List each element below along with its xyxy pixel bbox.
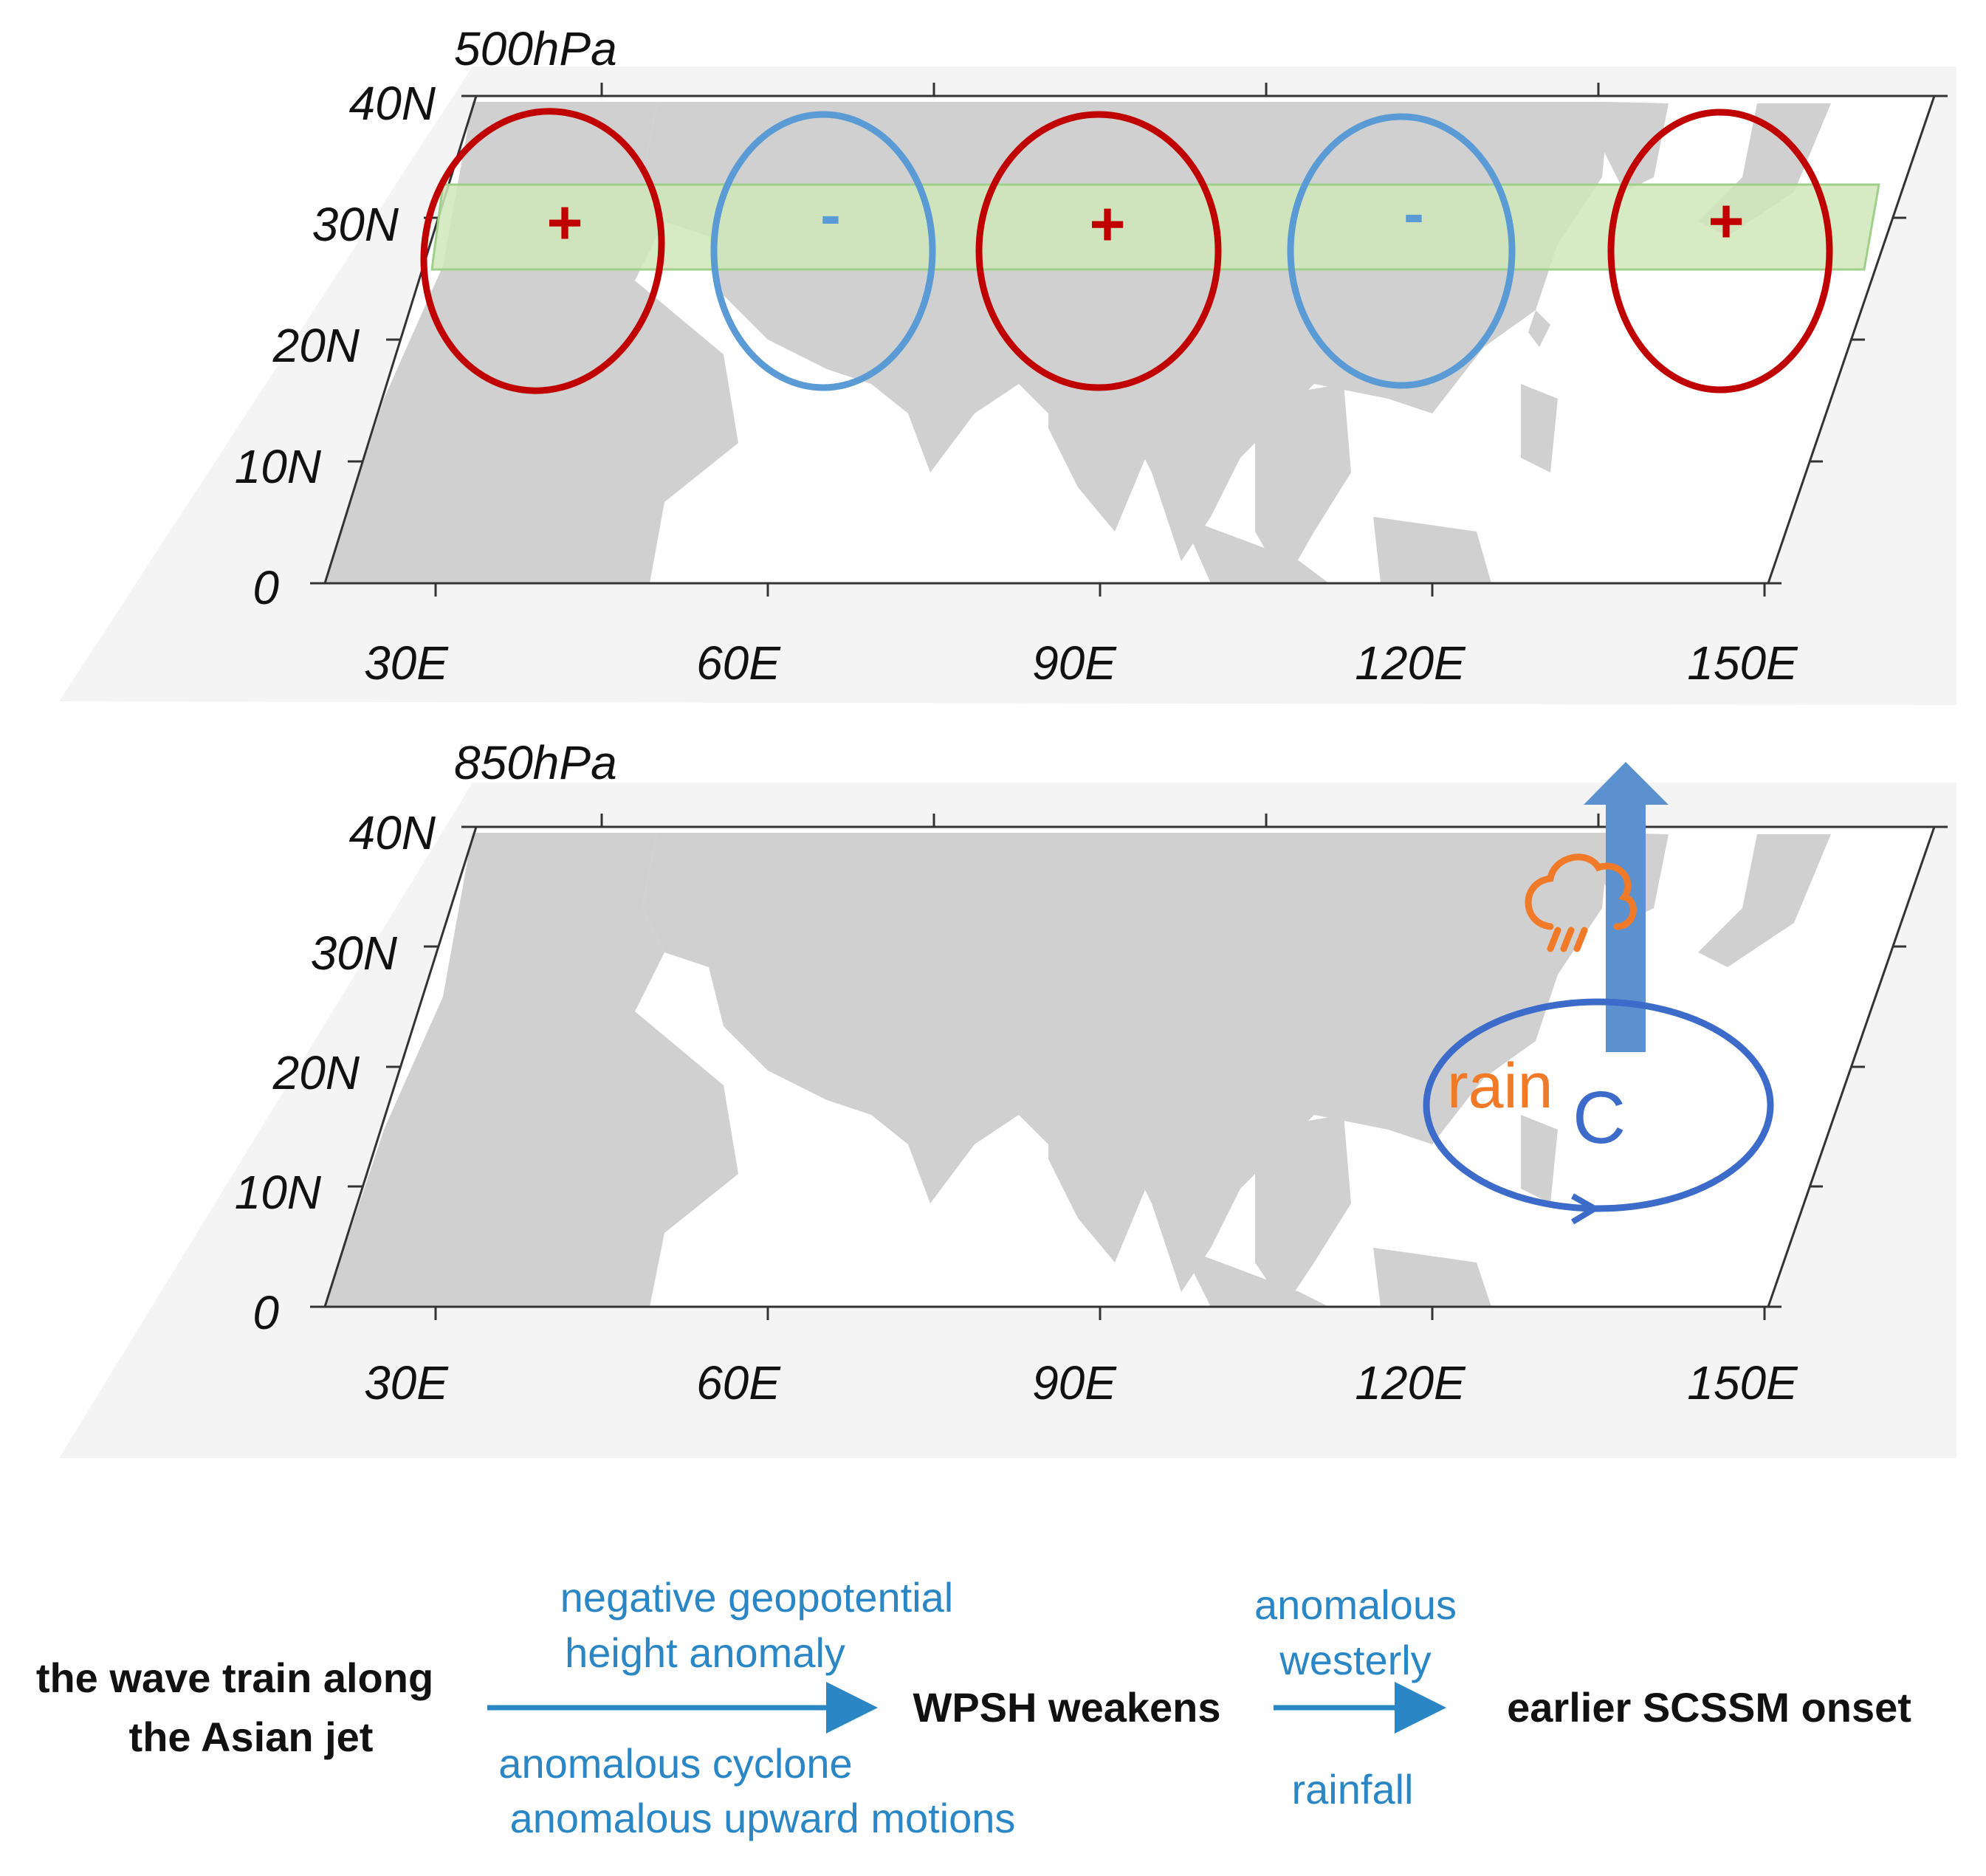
panel-title: 850hPa xyxy=(454,736,617,789)
lon-label: 120E xyxy=(1355,636,1466,690)
lon-labels: 30E 60E 90E 120E 150E xyxy=(364,1356,1798,1409)
lon-label: 60E xyxy=(696,1356,781,1409)
lat-label: 10N xyxy=(235,1166,322,1219)
anomaly-sign: + xyxy=(546,188,583,257)
panel-500hpa: + - + - + 500hPa 40N 30N 20N 10N 0 30E 6… xyxy=(59,22,1956,705)
cyclone-direction-arrow xyxy=(1570,1193,1601,1225)
arrow2-label-above: westerly xyxy=(1279,1637,1431,1683)
lon-label: 150E xyxy=(1687,636,1798,690)
lat-labels: 40N 30N 20N 10N 0 xyxy=(235,77,436,614)
rain-label: rain xyxy=(1447,1051,1553,1121)
lat-ticks xyxy=(310,825,1948,1308)
rain-cloud-icon xyxy=(1525,853,1637,952)
lat-label: 30N xyxy=(312,198,399,251)
flow-source-line2: the Asian jet xyxy=(129,1714,374,1760)
lon-label: 120E xyxy=(1355,1356,1466,1409)
panel-850hpa: rain C 850hPa 40N 30N 20N 10N 0 30E 60E … xyxy=(59,736,1956,1458)
anomaly-centers xyxy=(420,108,1833,394)
lon-label: 30E xyxy=(364,1356,449,1409)
lat-label: 10N xyxy=(235,440,322,493)
lat-label: 0 xyxy=(252,561,279,614)
lon-ticks xyxy=(434,83,1766,597)
arrow1-label-below: anomalous upward motions xyxy=(510,1795,1016,1841)
jet-band xyxy=(430,183,1880,271)
lat-labels: 40N 30N 20N 10N 0 xyxy=(235,806,436,1339)
lat-label: 20N xyxy=(272,1046,360,1099)
lon-label: 90E xyxy=(1032,1356,1117,1409)
anomaly-signs: + - + - + xyxy=(546,179,1744,258)
arrow2-label-above: anomalous xyxy=(1254,1581,1457,1628)
anomaly-sign: - xyxy=(820,180,841,250)
flow-middle: WPSH weakens xyxy=(913,1684,1220,1731)
positive-anomaly-ellipse xyxy=(975,111,1222,391)
lon-label: 60E xyxy=(696,636,781,690)
flow-source-line1: the wave train along xyxy=(36,1655,433,1701)
lon-label: 30E xyxy=(364,636,449,690)
lat-label: 0 xyxy=(252,1286,279,1339)
anomaly-sign: + xyxy=(1708,186,1744,255)
mechanism-flow: the wave train along the Asian jet negat… xyxy=(36,1574,1911,1841)
arrow1-label-above: height anomaly xyxy=(565,1629,845,1676)
anomaly-sign: - xyxy=(1403,179,1424,248)
lat-label: 30N xyxy=(311,927,398,980)
negative-anomaly-ellipse xyxy=(1287,113,1516,389)
lat-label: 20N xyxy=(272,319,360,372)
arrow1-label-below: anomalous cyclone xyxy=(498,1740,852,1787)
lat-label: 40N xyxy=(349,806,436,859)
flow-target: earlier SCSSM onset xyxy=(1507,1684,1911,1731)
lon-label: 150E xyxy=(1687,1356,1798,1409)
lon-labels: 30E 60E 90E 120E 150E xyxy=(364,636,1798,690)
arrow2-label-below: rainfall xyxy=(1292,1766,1414,1813)
lon-ticks xyxy=(434,814,1766,1320)
lat-label: 40N xyxy=(349,77,436,130)
lat-ticks xyxy=(310,95,1948,585)
cyclone-label: C xyxy=(1573,1076,1626,1159)
lon-label: 90E xyxy=(1032,636,1117,690)
positive-anomaly-ellipse xyxy=(1607,109,1833,394)
panel-title: 500hPa xyxy=(454,22,617,75)
arrow1-label-above: negative geopotential xyxy=(560,1574,953,1621)
positive-anomaly-ellipse xyxy=(420,108,665,394)
negative-anomaly-ellipse xyxy=(710,111,936,391)
anomaly-sign: + xyxy=(1089,189,1125,258)
